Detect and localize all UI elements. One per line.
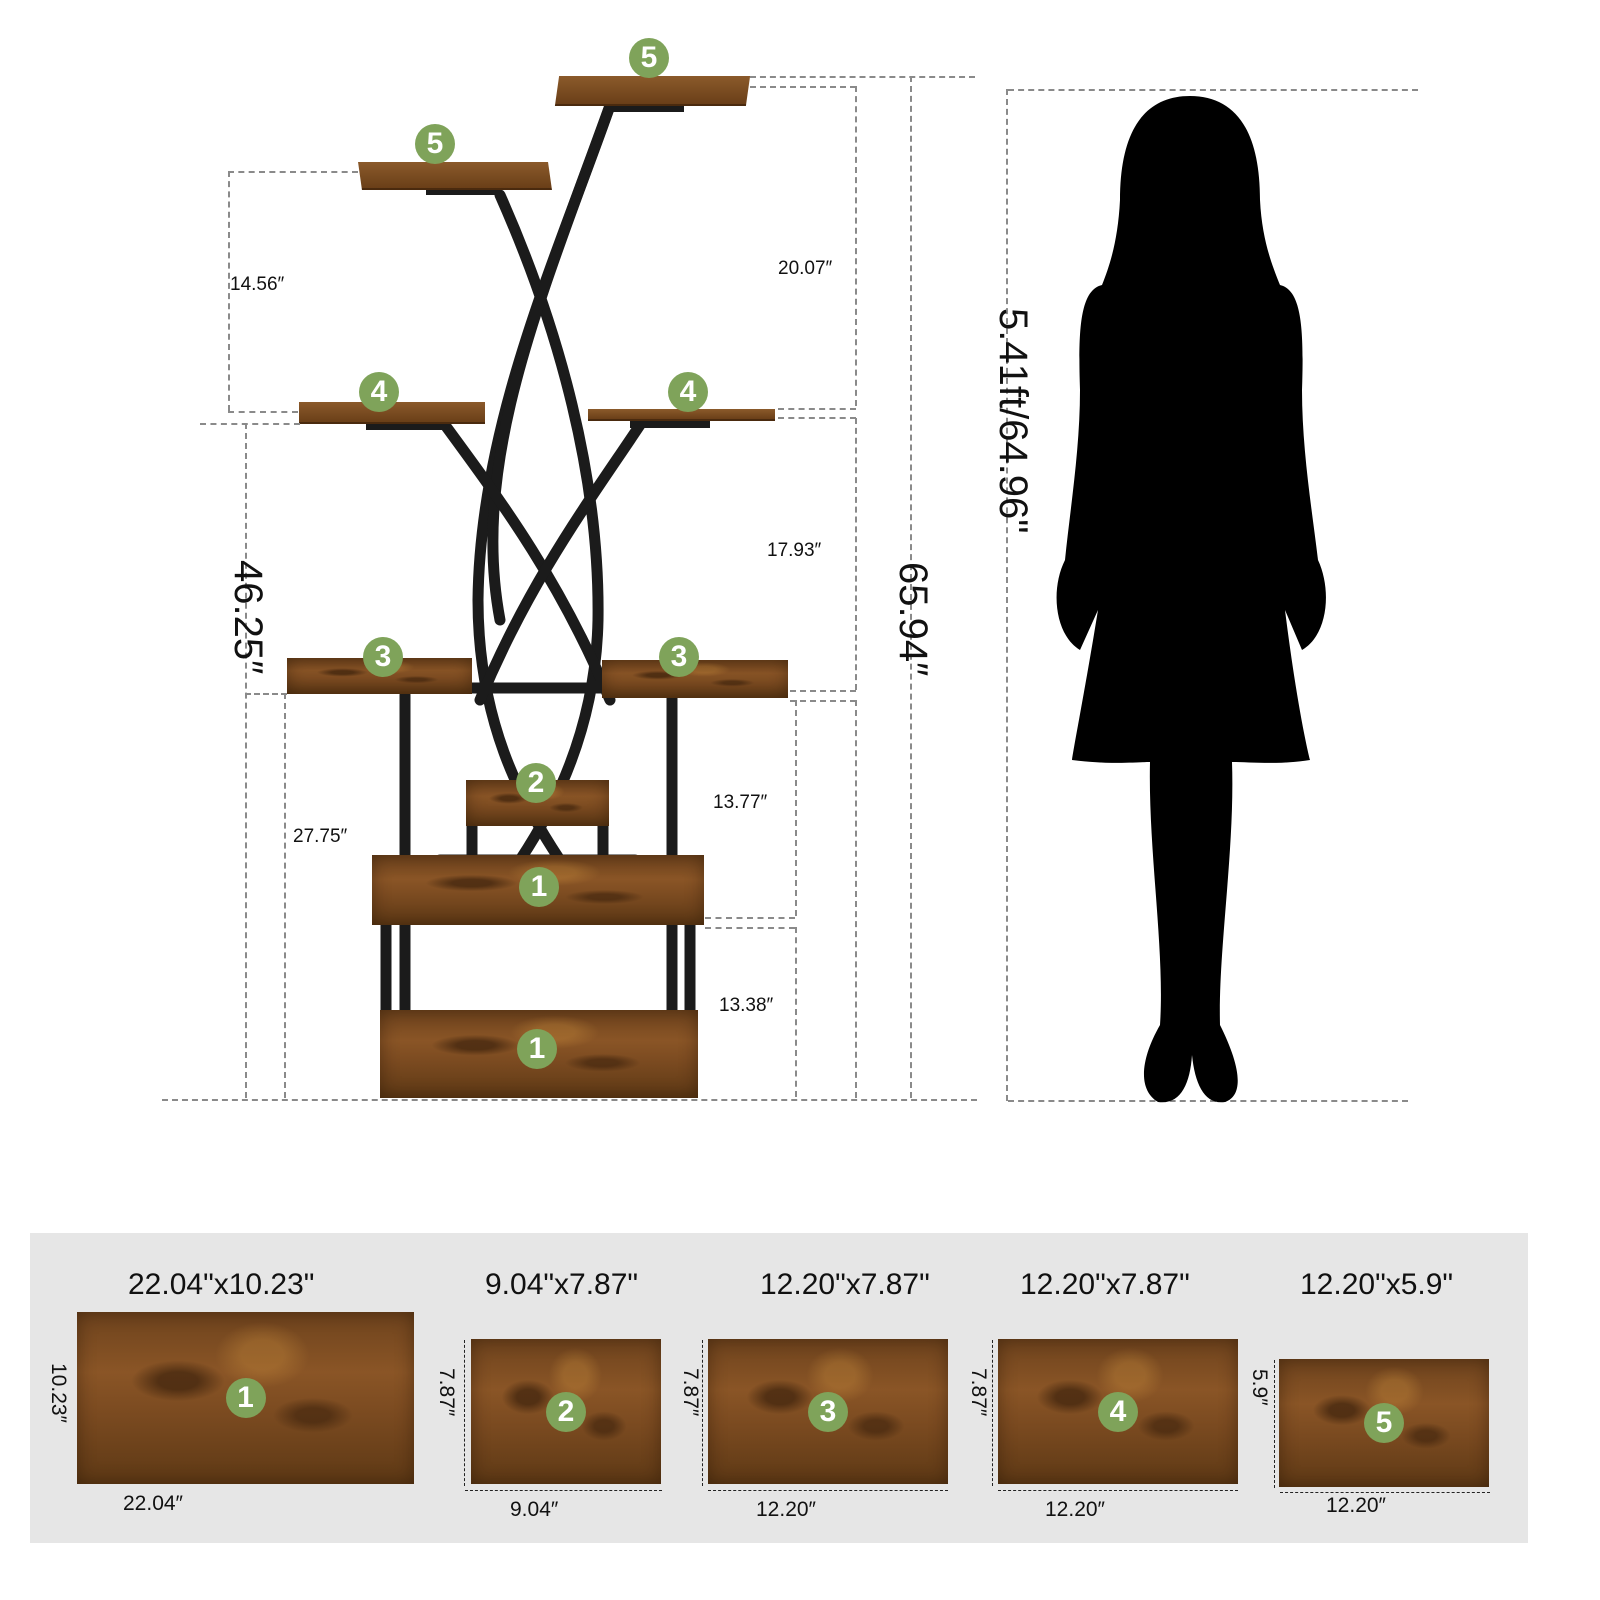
guide-line: [855, 700, 857, 1098]
tier-badge: 3: [808, 1391, 848, 1432]
tier-badge: 2: [516, 763, 556, 803]
guide-line: [708, 1490, 948, 1491]
tier-badge: 1: [519, 867, 559, 907]
guide-line: [790, 700, 856, 702]
guide-line: [855, 418, 857, 690]
guide-line: [1006, 89, 1008, 1101]
guide-line: [245, 423, 247, 1098]
guide-line: [750, 76, 975, 78]
shelf-width-label: 22.04″: [123, 1492, 183, 1515]
shelf-depth-label: 7.87″: [967, 1368, 990, 1417]
shelf-depth-label: 10.23″: [47, 1363, 70, 1423]
guide-line: [705, 917, 795, 919]
dimension-label: 20.07″: [778, 258, 833, 279]
guide-line: [465, 1490, 662, 1491]
dimension-label: 17.93″: [767, 540, 822, 561]
dimension-label: 27.75″: [293, 826, 348, 847]
guide-line: [750, 86, 856, 88]
guide-line: [998, 1490, 1238, 1491]
guide-line: [284, 693, 286, 1098]
shelf-swatch: 1: [77, 1312, 414, 1484]
shelf-width-label: 12.20″: [756, 1498, 816, 1521]
dimension-label: 13.77″: [713, 792, 768, 813]
person-height-label: 5.41ft/64.96": [991, 308, 1035, 534]
tier-badge: 1: [517, 1029, 557, 1069]
guide-line: [245, 693, 287, 695]
guide-line: [1280, 1492, 1490, 1493]
tier-badge: 3: [363, 637, 403, 677]
shelf-width-label: 12.20″: [1045, 1498, 1105, 1521]
guide-line: [778, 408, 856, 410]
tier-badge: 4: [1098, 1391, 1138, 1432]
tier-badge: 5: [1364, 1403, 1404, 1443]
guide-line: [778, 417, 856, 419]
tier-badge: 2: [546, 1391, 586, 1432]
shelf-size-title: 12.20"x5.9": [1300, 1268, 1454, 1301]
dimension-label: 13.38″: [719, 995, 774, 1016]
guide-line: [1274, 1360, 1275, 1488]
guide-line: [992, 1340, 993, 1486]
guide-line: [464, 1340, 465, 1486]
shelf-size-title: 12.20"x7.87": [760, 1268, 930, 1301]
tier-badge: 5: [415, 124, 455, 164]
shelf-size-title: 12.20"x7.87": [1020, 1268, 1190, 1301]
woman-silhouette-icon: [1056, 96, 1326, 1103]
shelf-tier4-left: [299, 402, 485, 424]
guide-line: [705, 927, 795, 929]
guide-line: [228, 411, 298, 413]
shelf-tier4-right: [588, 409, 775, 421]
tier-badge: 5: [629, 38, 669, 78]
tier-badge: 1: [225, 1378, 266, 1418]
shelf-swatch: 2: [471, 1339, 661, 1484]
shelf-depth-label: 7.87″: [679, 1368, 702, 1417]
guide-line: [795, 927, 797, 1097]
shelf-size-title: 9.04"x7.87": [485, 1268, 639, 1301]
shelf-width-label: 12.20″: [1326, 1494, 1386, 1517]
guide-line: [910, 76, 912, 1098]
shelf-swatch: 3: [708, 1339, 948, 1484]
shelf-tier5-right: [554, 76, 751, 106]
tier-badge: 3: [659, 637, 699, 677]
guide-line: [228, 171, 358, 173]
shelf-depth-label: 7.87″: [435, 1368, 458, 1417]
guide-line: [702, 1340, 703, 1486]
guide-line: [162, 1099, 977, 1101]
dimension-label-vertical: 46.25″: [226, 560, 270, 675]
dimension-label: 14.56″: [230, 274, 285, 295]
shelf-swatch: 4: [998, 1339, 1238, 1484]
guide-line: [1008, 1100, 1408, 1102]
shelf-swatch: 5: [1279, 1359, 1489, 1487]
shelf-tier5-left: [358, 162, 552, 190]
tier-badge: 4: [668, 372, 708, 412]
dimension-label-vertical: 65.94″: [891, 562, 935, 677]
shelf-depth-label: 5.9″: [1248, 1369, 1271, 1406]
guide-line: [228, 171, 230, 411]
guide-line: [795, 700, 797, 916]
shelf-width-label: 9.04″: [510, 1498, 559, 1521]
guide-line: [855, 86, 857, 406]
guide-line: [1008, 89, 1418, 91]
guide-line: [200, 423, 300, 425]
shelf-size-title: 22.04"x10.23": [128, 1268, 315, 1301]
tier-badge: 4: [359, 372, 399, 412]
guide-line: [790, 690, 856, 692]
